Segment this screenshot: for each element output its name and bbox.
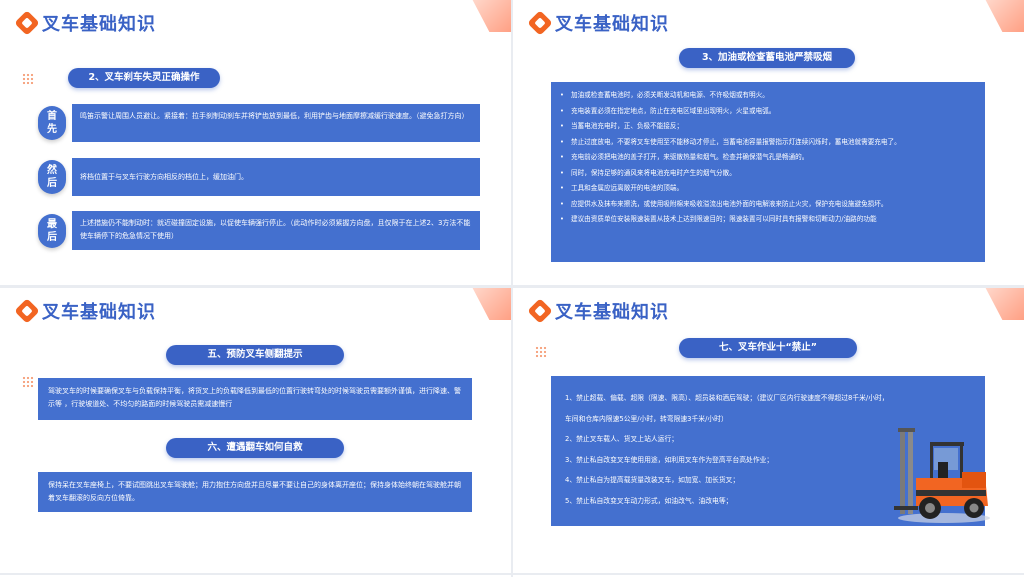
logo-icon (527, 298, 553, 324)
bullet-item: 应提供水及抹布来擦洗，或使用吸附棉来吸收溢流出电池外面的电解液来防止火灾，保护充… (557, 197, 979, 213)
logo-icon (14, 10, 40, 36)
step-first-text: 鸣笛示警让周围人员避让。紧接着：拉手刹制动刹车并将铲齿放到最低，利用铲齿与地面摩… (72, 104, 480, 142)
step-then-icon: 然后 (38, 160, 66, 194)
section-heading: 七、叉车作业十“禁止” (679, 338, 857, 358)
prohibition-item: 4、禁止私自为提高载货量改装叉车，如加宽、加长货叉； (565, 476, 740, 484)
step-first-icon: 首先 (38, 106, 66, 140)
corner-decoration (472, 288, 511, 320)
prohibition-item: 3、禁止私自改变叉车使用用途，如利用叉车作为登高平台高处作业； (565, 455, 774, 464)
bullet-item: 同时，保持足够的通风来将电池充电时产生的烟气分散。 (557, 166, 979, 182)
dots-decoration (535, 346, 547, 358)
selfrescue-text: 保持呆在叉车座椅上，不要试图跳出叉车驾驶舱；用力抱住方向盘并且尽量不要让自己的身… (38, 472, 472, 512)
dots-decoration (22, 73, 34, 85)
bullet-item: 当蓄电池充电时，正、负极不能接反； (557, 119, 979, 135)
section-heading-selfrescue: 六、遭遇翻车如何自救 (166, 438, 344, 458)
step-last-text: 上述措施仍不能制动时：就近碰撞固定设施，以促使车辆强行停止。（此动作时必须紧握方… (72, 211, 480, 250)
next-slide-edge (513, 575, 1024, 577)
step-last-icon: 最后 (38, 214, 66, 248)
dots-decoration (22, 376, 34, 388)
section-heading-prevent: 五、预防叉车侧翻提示 (166, 345, 344, 365)
slide-battery-safety[interactable]: 叉车基础知识 3、加油或检查蓄电池严禁吸烟 加油或检查蓄电池时，必须关断发动机和… (513, 0, 1024, 285)
slide-title: 叉车基础知识 (555, 14, 669, 35)
section-heading: 3、加油或检查蓄电池严禁吸烟 (679, 48, 855, 68)
prohibition-item: 2、禁止叉车载人、货叉上站人运行； (565, 435, 679, 443)
bullet-box: 加油或检查蓄电池时，必须关断发动机和电源、不许吸烟或有明火。 充电装置必须在指定… (551, 82, 985, 262)
prevent-text: 驾驶叉车的时候要确保叉车与负载保持平衡，将货叉上的负载降低到最低的位置行驶转弯处… (38, 378, 472, 420)
bullet-item: 禁止过度放电，不要将叉车使用至不能移动才停止，当蓄电池容量报警指示灯连续闪烁时，… (557, 135, 979, 151)
bullet-list: 加油或检查蓄电池时，必须关断发动机和电源、不许吸烟或有明火。 充电装置必须在指定… (557, 88, 979, 228)
section-heading: 2、叉车刹车失灵正确操作 (68, 68, 220, 88)
prohibition-item: 5、禁止私自改变叉车动力形式，如油改气、油改电等； (565, 496, 733, 505)
slide-rollover[interactable]: 叉车基础知识 五、预防叉车侧翻提示 驾驶叉车的时候要确保叉车与负载保持平衡，将货… (0, 288, 511, 573)
prohibition-item: 1、禁止超载、偏载、超限（限速、限高）、超员装和酒后驾驶；（建议厂区内行驶速度不… (565, 394, 889, 402)
bullet-item: 充电装置必须在指定地点，防止在充电区域里出现明火，火星或电弧。 (557, 104, 979, 120)
prohibition-item: 车间和仓库内限速5公里/小时，转弯限速3千米/小时） (565, 414, 728, 423)
bullet-item: 建议由资质单位安装限速装置从技术上达到限速目的；限速装置可以同时具有报警和切断动… (557, 212, 979, 228)
forklift-image (894, 428, 990, 523)
corner-decoration (985, 0, 1024, 32)
next-slide-edge (0, 575, 511, 577)
slide-title: 叉车基础知识 (42, 302, 156, 323)
step-then-text: 将档位置于与叉车行驶方向相反的档位上，缓加油门。 (72, 158, 480, 196)
slide-title: 叉车基础知识 (42, 14, 156, 35)
slide-brake-failure[interactable]: 叉车基础知识 2、叉车刹车失灵正确操作 首先 鸣笛示警让周围人员避让。紧接着：拉… (0, 0, 511, 285)
logo-icon (527, 10, 553, 36)
slide-ten-prohibitions[interactable]: 叉车基础知识 七、叉车作业十“禁止” 1、禁止超载、偏载、超限（限速、限高）、超… (513, 288, 1024, 573)
logo-icon (14, 298, 40, 324)
bullet-item: 工具和金属应远离敞开的电池的顶端。 (557, 181, 979, 197)
bullet-item: 充电前必须把电池的盖子打开，来驱散热量和烟气。检查并确保潜气孔是畅通的。 (557, 150, 979, 166)
corner-decoration (985, 288, 1024, 320)
slide-title: 叉车基础知识 (555, 302, 669, 323)
bullet-item: 加油或检查蓄电池时，必须关断发动机和电源、不许吸烟或有明火。 (557, 88, 979, 104)
corner-decoration (472, 0, 511, 32)
